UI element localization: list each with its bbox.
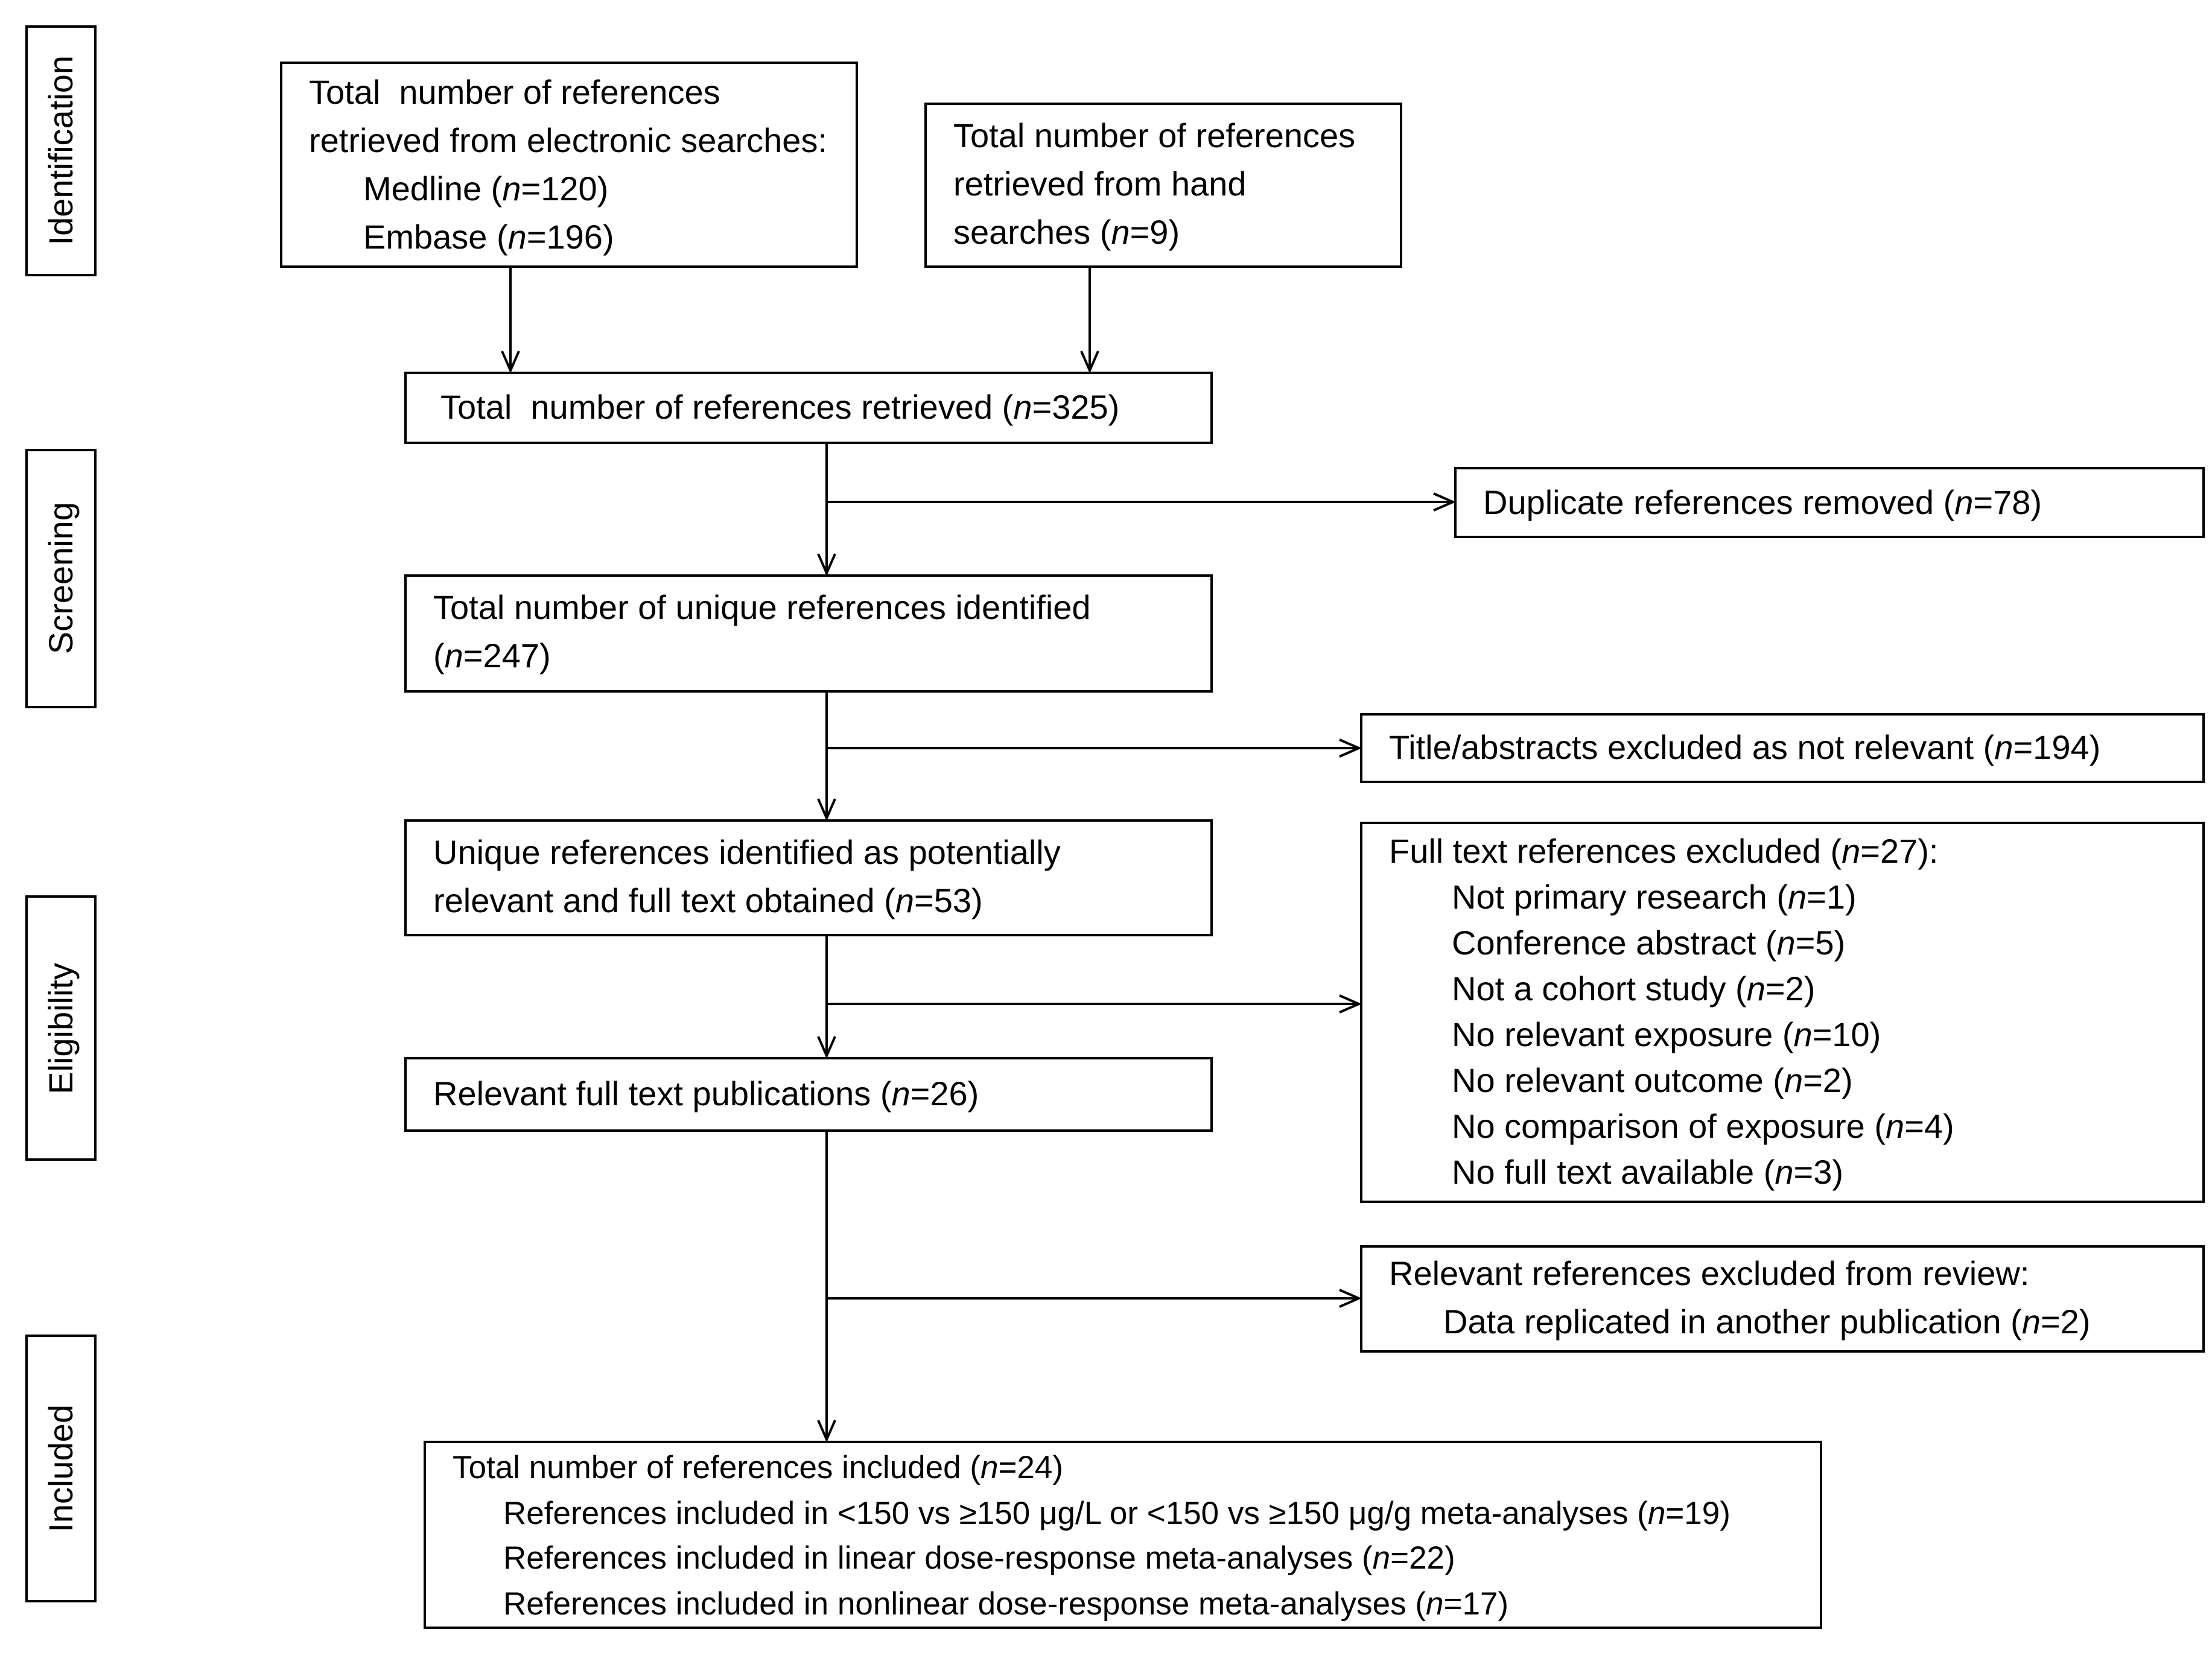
box-line: Duplicate references removed (n=78) bbox=[1483, 483, 2042, 521]
stage-label-screening: Screening bbox=[25, 449, 97, 708]
list-item: No full text available (n=3) bbox=[1452, 1154, 1844, 1191]
list-item: Embase (n=196) bbox=[363, 218, 614, 256]
box-hand-searches: Total number of references retrieved fro… bbox=[924, 103, 1402, 268]
box-header: Total number of references included (n=2… bbox=[453, 1449, 1064, 1485]
list-item: References included in <150 vs ≥150 μg/L… bbox=[503, 1494, 1731, 1531]
box-line: Total number of unique references identi… bbox=[433, 589, 1091, 626]
arrow-branch-review-excluded bbox=[827, 1289, 1362, 1308]
list-item: References included in nonlinear dose-re… bbox=[503, 1585, 1509, 1621]
list-item: Not a cohort study (n=2) bbox=[1452, 970, 1816, 1008]
box-relevant-fulltext: Relevant full text publications (n=26) bbox=[404, 1057, 1213, 1132]
list-item: Conference abstract (n=5) bbox=[1452, 924, 1846, 962]
box-electronic-searches: Total number of references retrieved fro… bbox=[280, 62, 858, 268]
stage-label-text: Identification bbox=[42, 56, 79, 246]
list-item: Data replicated in another publication (… bbox=[1443, 1303, 2091, 1341]
arrow-electronic-to-retrieved bbox=[501, 268, 520, 373]
box-line: searches (n=9) bbox=[953, 214, 1180, 251]
arrow-branch-title-abstracts bbox=[827, 738, 1362, 758]
box-duplicates-removed: Duplicate references removed (n=78) bbox=[1454, 467, 2205, 538]
arrow-branch-duplicates bbox=[827, 492, 1456, 512]
box-header: Relevant references excluded from review… bbox=[1389, 1255, 2030, 1292]
box-potentially-relevant: Unique references identified as potentia… bbox=[404, 819, 1213, 936]
stage-label-identification: Identification bbox=[25, 25, 97, 276]
box-excluded-from-review: Relevant references excluded from review… bbox=[1360, 1245, 2205, 1353]
list-item: No comparison of exposure (n=4) bbox=[1452, 1108, 1954, 1145]
arrow-hand-to-retrieved bbox=[1080, 268, 1099, 373]
box-line: retrieved from hand bbox=[953, 165, 1247, 203]
stage-label-text: Included bbox=[42, 1405, 79, 1532]
box-line: relevant and full text obtained (n=53) bbox=[433, 882, 983, 919]
box-included: Total number of references included (n=2… bbox=[424, 1441, 1822, 1629]
list-item: No relevant outcome (n=2) bbox=[1452, 1062, 1853, 1099]
box-line: Relevant full text publications (n=26) bbox=[433, 1075, 979, 1113]
box-line: Unique references identified as potentia… bbox=[433, 834, 1061, 871]
list-item: No relevant exposure (n=10) bbox=[1452, 1016, 1881, 1053]
list-item: Not primary research (n=1) bbox=[1452, 878, 1857, 916]
box-line: (n=247) bbox=[433, 637, 551, 675]
box-total-retrieved: Total number of references retrieved (n=… bbox=[404, 372, 1213, 444]
stage-label-text: Eligibility bbox=[42, 962, 79, 1094]
box-line: Total number of references retrieved (n=… bbox=[440, 389, 1120, 426]
box-line: Total number of references bbox=[953, 117, 1356, 154]
arrow-relevant-to-included bbox=[817, 1132, 836, 1443]
box-line: Title/abstracts excluded as not relevant… bbox=[1389, 729, 2101, 766]
arrow-retrieved-to-unique bbox=[817, 444, 836, 576]
box-header: Full text references excluded (n=27): bbox=[1389, 833, 1939, 870]
box-unique-references: Total number of unique references identi… bbox=[404, 574, 1213, 693]
arrow-unique-to-potentially bbox=[817, 693, 836, 821]
box-fulltext-excluded: Full text references excluded (n=27): No… bbox=[1360, 822, 2205, 1203]
list-item: Medline (n=120) bbox=[363, 170, 609, 208]
arrow-potentially-to-relevant bbox=[817, 936, 836, 1059]
box-line: Total number of references bbox=[309, 74, 720, 111]
arrow-branch-fulltext-excluded bbox=[827, 994, 1362, 1014]
list-item: References included in linear dose-respo… bbox=[503, 1540, 1455, 1576]
box-title-abstracts-excluded: Title/abstracts excluded as not relevant… bbox=[1360, 713, 2205, 783]
stage-label-text: Screening bbox=[42, 502, 79, 655]
stage-label-included: Included bbox=[25, 1335, 97, 1602]
box-line: retrieved from electronic searches: bbox=[309, 122, 828, 159]
stage-label-eligibility: Eligibility bbox=[25, 895, 97, 1161]
